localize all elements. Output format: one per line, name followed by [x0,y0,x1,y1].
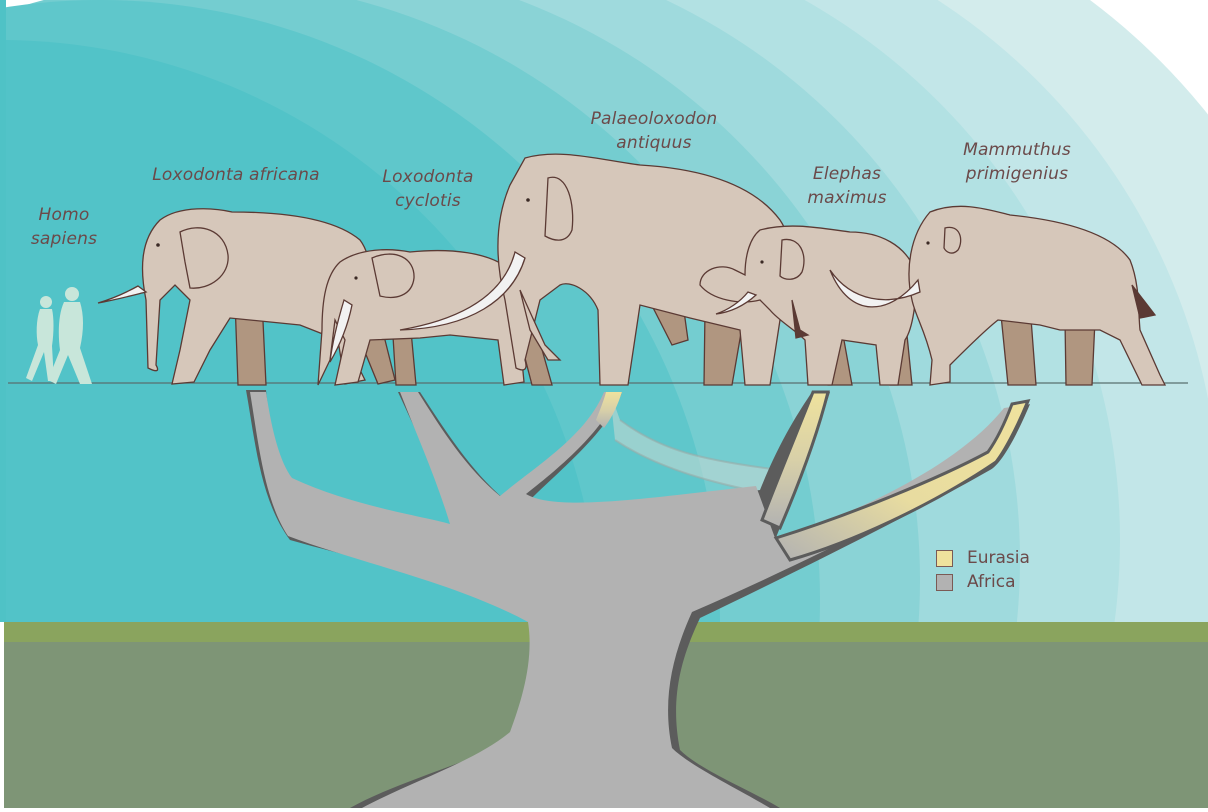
label-line: Palaeoloxodon [590,109,718,129]
label-line: Loxodonta africana [152,165,320,185]
loxodonta-africana-figure [97,208,396,386]
legend-label: Eurasia [967,548,1030,568]
legend-item-eurasia: Eurasia [936,546,1030,570]
label-line: maximus [807,188,887,208]
palaeoloxodon-antiquus-figure [399,153,793,386]
label-homo-sapiens: Homo sapiens [31,203,97,251]
label-mammuthus-primigenius: Mammuthus primigenius [963,138,1071,186]
elephas-maximus-figure [699,225,917,386]
label-line: Mammuthus [963,140,1071,160]
label-loxodonta-cyclotis: Loxodonta cyclotis [382,165,473,213]
label-line: Loxodonta [382,167,474,187]
label-loxodonta-africana: Loxodonta africana [152,163,319,187]
label-line: Elephas [812,164,882,184]
phylogenetic-tree [246,390,1031,808]
legend: Eurasia Africa [936,546,1030,594]
mammuthus-primigenius-figure [829,205,1167,386]
legend-item-africa: Africa [936,570,1030,594]
label-line: primigenius [965,164,1069,184]
label-line: cyclotis [395,191,461,211]
eurasia-swatch-icon [936,549,953,567]
loxodonta-cyclotis-figure [317,249,553,386]
label-line: antiquus [616,133,692,153]
label-line: Homo [38,205,90,225]
label-line: sapiens [30,229,98,249]
legend-label: Africa [967,572,1016,592]
human-silhouettes-icon [26,287,92,384]
africa-swatch-icon [936,573,953,591]
label-palaeoloxodon-antiquus: Palaeoloxodon antiquus [591,107,718,155]
label-elephas-maximus: Elephas maximus [807,162,886,210]
